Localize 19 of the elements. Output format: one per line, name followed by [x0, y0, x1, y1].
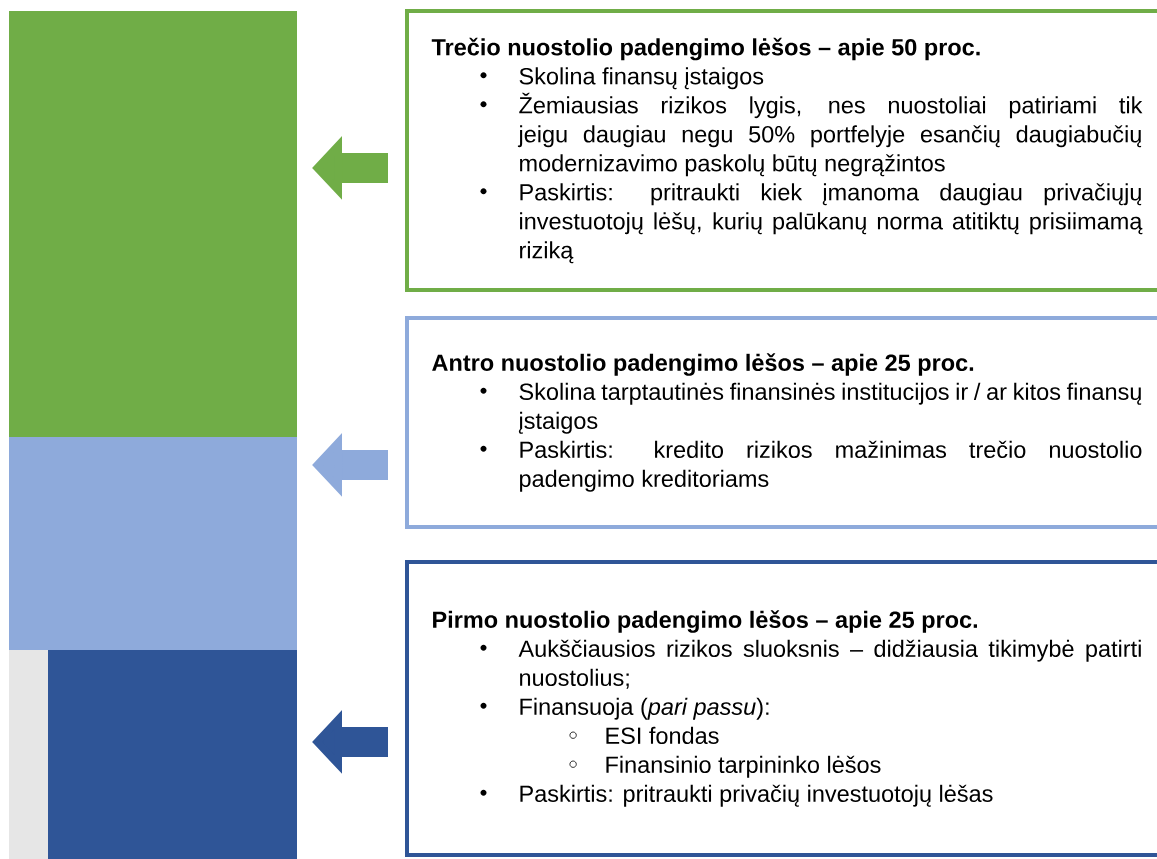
list-item: Paskirtis: pritraukti kiek įmanoma daugiau privačiųjų investuotojų lėšų, kurių palūkanų norma atitiktų prisiimamą riziką [480, 183, 1143, 264]
heading-text: Pirmo nuostolio padengimo lėšos – apie 25 proc. [433, 610, 977, 633]
text-box [405, 9, 1157, 292]
text-box [405, 560, 1157, 857]
text-box [405, 316, 1157, 529]
bar-segment [48, 650, 297, 859]
list-item: Paskirtis: pritraukti privačių investuotojų lėšas [480, 784, 993, 807]
list-item: Aukščiausios rizikos sluoksnis – didžiausia tikimybė patirti nuostolius; [480, 639, 1141, 689]
list-item: ESI fondas [569, 726, 719, 745]
bar-segment [9, 437, 297, 650]
list-item: Skolina tarptautinės finansinės institucijos ir / ar kitos finansų įstaigos [480, 382, 1142, 434]
list-item: Finansinio tarpininko lėšos [569, 755, 881, 778]
list-item: Paskirtis: kredito rizikos mažinimas trečio nuostolio padengimo kreditoriams [480, 440, 1142, 492]
list-item: Finansuoja (pari passu): [480, 697, 769, 720]
heading-text: Trečio nuostolio padengimo lėšos – apie 50 proc. [431, 37, 980, 61]
heading-text: Antro nuostolio padengimo lėšos – apie 25 proc. [432, 353, 974, 376]
bar-segment [9, 11, 297, 437]
list-item: Skolina finansų įstaigos [480, 67, 764, 90]
list-item: Žemiausias rizikos lygis, nes nuostoliai patiriami tik jeigu daugiau negu 50% portfelyje esančių daugiabučių modernizavimo paskolų būtų negrąžintos [480, 92, 1143, 177]
